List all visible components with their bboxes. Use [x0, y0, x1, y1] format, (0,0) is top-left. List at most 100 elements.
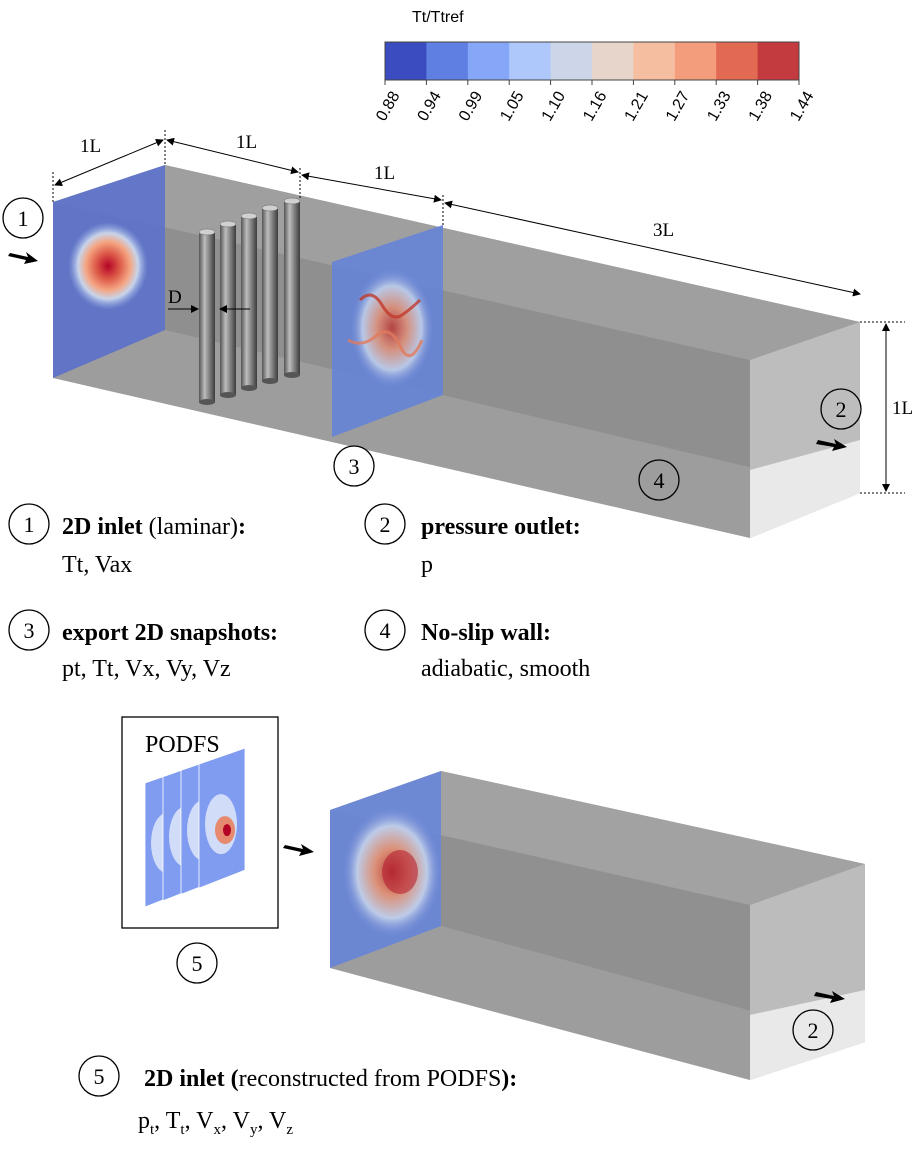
bottom-domain: [283, 771, 865, 1080]
colorbar-swatch: [509, 42, 552, 80]
legend-5-var-sub: x: [214, 1122, 222, 1138]
legend-1-title: 2D inlet: [62, 514, 143, 540]
top-domain: 1L 1L 1L 3L 1L D: [8, 130, 913, 538]
inflow-arrow-icon: [8, 252, 38, 264]
colorbar-tick-label: 0.94: [415, 89, 445, 125]
marker-4: 4: [638, 459, 680, 501]
snapshot-streak: [347, 330, 424, 357]
bottom-outlet-light-region: [750, 990, 865, 1080]
svg-text:5: 5: [192, 951, 203, 976]
svg-text:4: 4: [380, 618, 391, 643]
marker-2: 2: [820, 388, 862, 430]
bottom-outflow-arrow-icon: [814, 991, 845, 1003]
colorbar-swatch: [757, 42, 800, 80]
svg-text:2D inlet (reconstructed from P: 2D inlet (reconstructed from PODFS):: [144, 1066, 517, 1092]
podfs-snapshot-stack: [144, 747, 246, 908]
reconstructed-inlet-core: [382, 850, 418, 894]
outlet-light-region: [750, 440, 860, 538]
dim-label-diameter: D: [168, 287, 182, 308]
podfs-snapshot: [198, 747, 246, 889]
marker-3: 3: [333, 445, 375, 487]
colorbar-tick-label: 1.27: [663, 89, 693, 125]
colorbar: [385, 42, 800, 80]
marker-1: 1: [2, 197, 44, 239]
dim-arrow-2: [166, 137, 299, 175]
svg-text:4: 4: [654, 468, 665, 493]
legend-5-var: V: [269, 1108, 287, 1134]
legend-5-title: 2D inlet (: [144, 1066, 239, 1092]
dim-arrow-4: [444, 200, 861, 297]
snapshot-turbulence: [350, 268, 434, 388]
dim-arrow-1: [54, 139, 164, 186]
colorbar-swatch: [674, 42, 717, 80]
colorbar-tick-label: 0.88: [373, 89, 403, 125]
colorbar-tick-label: 1.38: [746, 89, 776, 125]
cylinder-array: [198, 197, 301, 405]
svg-text:3: 3: [349, 454, 360, 479]
svg-text:2: 2: [808, 1018, 819, 1043]
colorbar-swatch: [426, 42, 469, 80]
dim-arrow-3: [301, 172, 442, 203]
legend-5-var-sub: z: [286, 1122, 293, 1138]
podfs-label: PODFS: [145, 732, 220, 758]
svg-text:5: 5: [94, 1064, 105, 1089]
svg-text:1: 1: [18, 206, 29, 231]
colorbar-title: Tt/Ttref: [412, 9, 464, 26]
colorbar-tick-label: 1.05: [497, 89, 527, 125]
legend-5-var: T: [166, 1108, 181, 1134]
cylinder: [261, 204, 279, 384]
legend-item-3: 3 export 2D snapshots: pt, Tt, Vx, Vy, V…: [8, 609, 278, 682]
colorbar-swatch: [550, 42, 593, 80]
legend-5-var: p: [138, 1108, 150, 1134]
colorbar-swatch: [592, 42, 634, 80]
legend-1-note: (laminar): [143, 514, 238, 540]
dim-label-1: 1L: [80, 136, 101, 157]
inlet-hot-spot: [68, 222, 148, 310]
colorbar-tick-label: 1.44: [787, 89, 817, 125]
colorbar-tick-label: 1.21: [622, 89, 652, 125]
legend-5-var-sub: y: [250, 1122, 258, 1138]
legend-1-vars: Tt, Vax: [62, 552, 132, 578]
legend-item-1: 1 2D inlet (laminar): Tt, Vax: [8, 503, 246, 578]
legend-2-title: pressure outlet:: [421, 514, 581, 540]
svg-text:2: 2: [380, 512, 391, 537]
svg-text:2D inlet (laminar):: 2D inlet (laminar):: [62, 514, 246, 540]
podfs-box: PODFS: [121, 716, 279, 929]
colorbar-tick-label: 1.16: [580, 89, 610, 125]
cylinder: [283, 197, 301, 378]
marker-2-bottom: 2: [792, 1009, 834, 1051]
legend-4-vars: adiabatic, smooth: [421, 656, 590, 682]
colorbar-tick-label: 0.99: [456, 89, 486, 125]
outflow-arrow-icon: [816, 439, 847, 451]
dim-label-height: 1L: [892, 398, 913, 419]
legend-4-title: No-slip wall:: [421, 620, 551, 646]
dim-label-4: 3L: [653, 220, 674, 241]
colorbar-swatch: [716, 42, 759, 80]
colorbar-tick-label: 1.10: [539, 89, 569, 125]
snapshot-streak: [358, 293, 422, 319]
colorbar-swatch: [467, 42, 510, 80]
legend-3-vars: pt, Tt, Vx, Vy, Vz: [62, 656, 231, 682]
legend-5-vars: pt, Tt, Vx, Vy, Vz: [138, 1108, 293, 1138]
cylinder: [240, 212, 258, 391]
legend-item-4: 4 No-slip wall: adiabatic, smooth: [364, 609, 590, 682]
legend-item-5: 5 2D inlet (reconstructed from PODFS): p…: [78, 1055, 517, 1138]
legend-5-var: V: [233, 1108, 251, 1134]
svg-text:3: 3: [24, 618, 35, 643]
dim-label-3: 1L: [374, 163, 395, 184]
marker-5-box: 5: [176, 942, 218, 984]
cylinder: [198, 228, 216, 405]
dim-label-2: 1L: [236, 132, 257, 153]
legend-5-var-sub: t: [180, 1122, 185, 1138]
colorbar-swatch: [385, 42, 427, 80]
colorbar-tick-label: 1.33: [704, 89, 734, 125]
colorbar-swatch: [633, 42, 676, 80]
legend-5-note: reconstructed from PODFS: [239, 1066, 502, 1092]
legend-3-title: export 2D snapshots:: [62, 620, 278, 646]
legend-5-var-sub: t: [150, 1122, 155, 1138]
feed-arrow-icon: [283, 844, 314, 856]
legend-5-var: V: [196, 1108, 214, 1134]
colorbar-tick-labels: 0.88 0.94 0.99 1.05 1.10 1.16 1.21 1.27 1.33 1.38…: [373, 80, 818, 125]
